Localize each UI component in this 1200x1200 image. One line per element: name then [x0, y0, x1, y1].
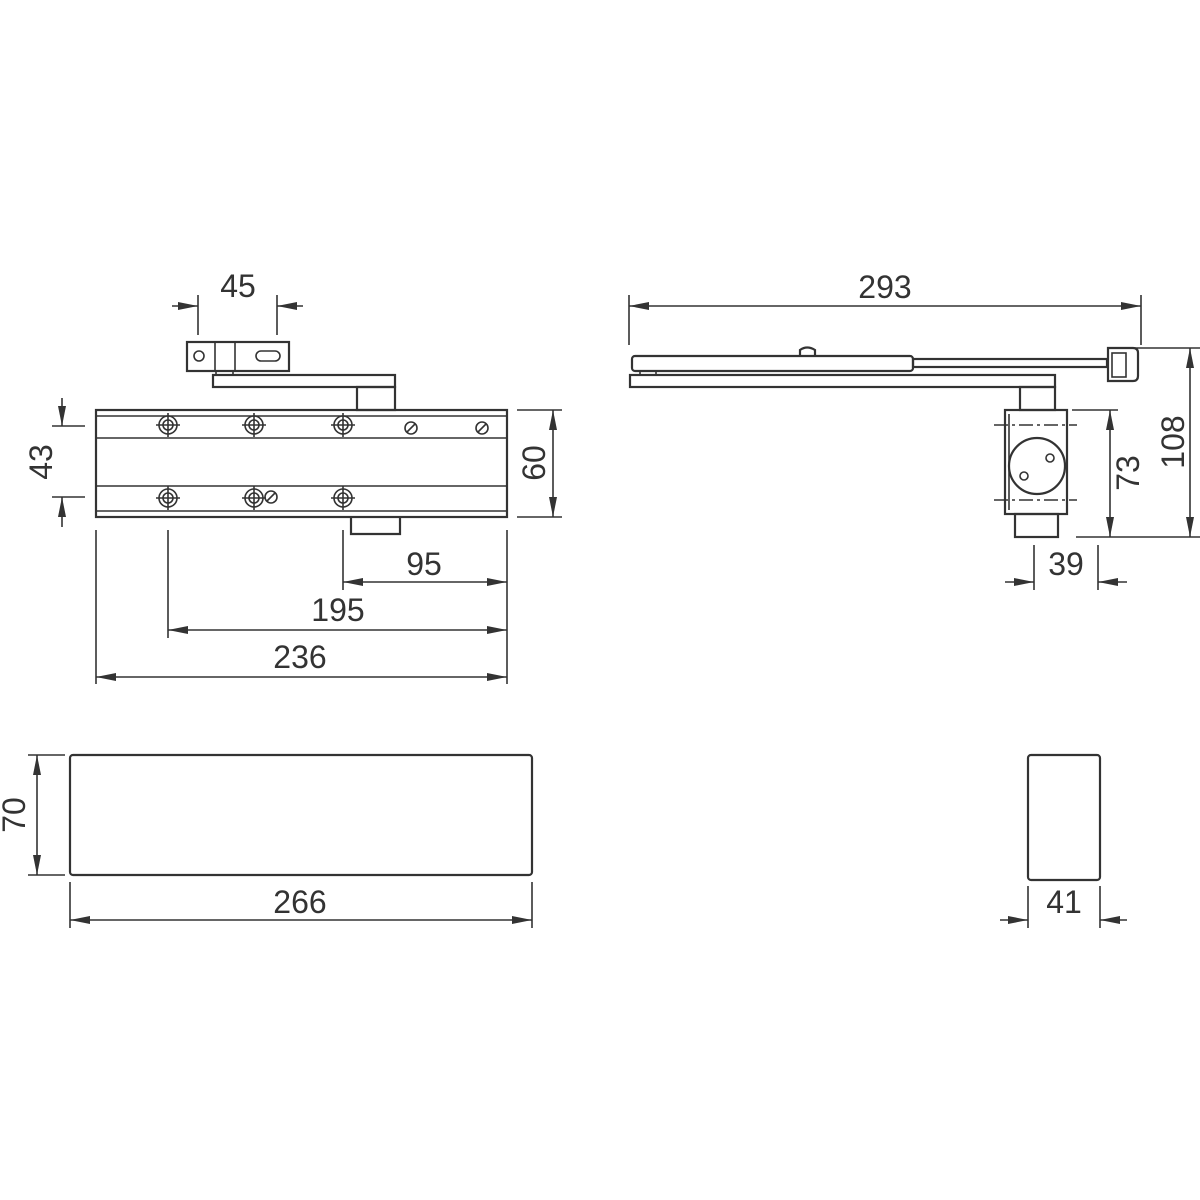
- mounting-screws: [156, 413, 489, 510]
- dim-266: 266: [273, 884, 326, 920]
- dim-70: 70: [0, 797, 32, 833]
- cover-side: [1026, 753, 1102, 882]
- dim-41: 41: [1046, 884, 1082, 920]
- arm: [211, 373, 397, 389]
- dim-195: 195: [311, 592, 364, 628]
- lower-arm: [628, 373, 1057, 389]
- cover-views: 70 266 41: [0, 753, 1127, 928]
- dim-73: 73: [1110, 455, 1146, 491]
- side-view: [628, 346, 1140, 539]
- dim-60: 60: [516, 445, 552, 481]
- dim-293: 293: [858, 269, 911, 305]
- side-dimensions: 293 73 108 39: [628, 269, 1200, 590]
- dim-108: 108: [1155, 415, 1191, 468]
- dim-236: 236: [273, 639, 326, 675]
- dim-95: 95: [406, 546, 442, 582]
- dim-39: 39: [1048, 546, 1084, 582]
- closer-body: [94, 408, 509, 519]
- bracket: [185, 340, 291, 373]
- upper-arm: [630, 354, 915, 373]
- dim-43: 43: [23, 444, 59, 480]
- dim-45: 45: [220, 268, 256, 304]
- cover-front: [68, 753, 534, 877]
- front-dimensions: 45 43 60 95 195 236: [23, 268, 562, 684]
- front-view: [94, 340, 509, 536]
